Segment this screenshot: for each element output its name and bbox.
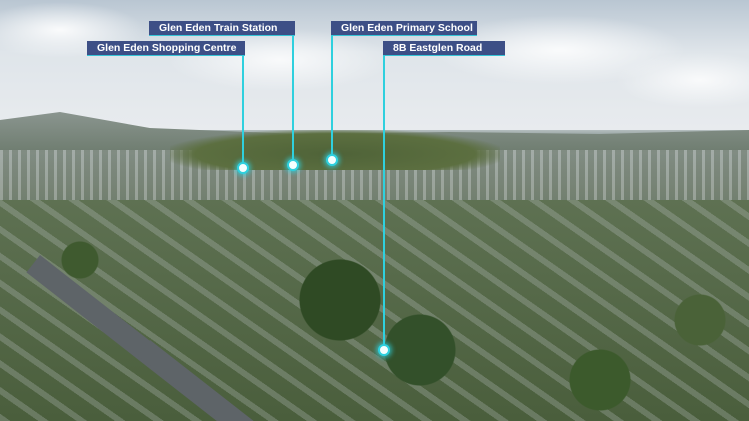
marker-label-primary-school: Glen Eden Primary School [331, 21, 477, 36]
marker-line-shopping-centre [242, 56, 244, 168]
location-pin-icon [237, 162, 249, 174]
marker-label-train-station: Glen Eden Train Station [149, 21, 295, 36]
location-pin-icon [378, 344, 390, 356]
marker-label-property: 8B Eastglen Road [383, 41, 505, 56]
marker-line-train-station [292, 36, 294, 165]
marker-line-primary-school [331, 36, 333, 160]
marker-label-shopping-centre: Glen Eden Shopping Centre [87, 41, 245, 56]
location-pin-icon [287, 159, 299, 171]
suburban-houses [0, 200, 749, 421]
marker-line-property [383, 56, 385, 350]
location-pin-icon [326, 154, 338, 166]
sky [0, 0, 749, 130]
